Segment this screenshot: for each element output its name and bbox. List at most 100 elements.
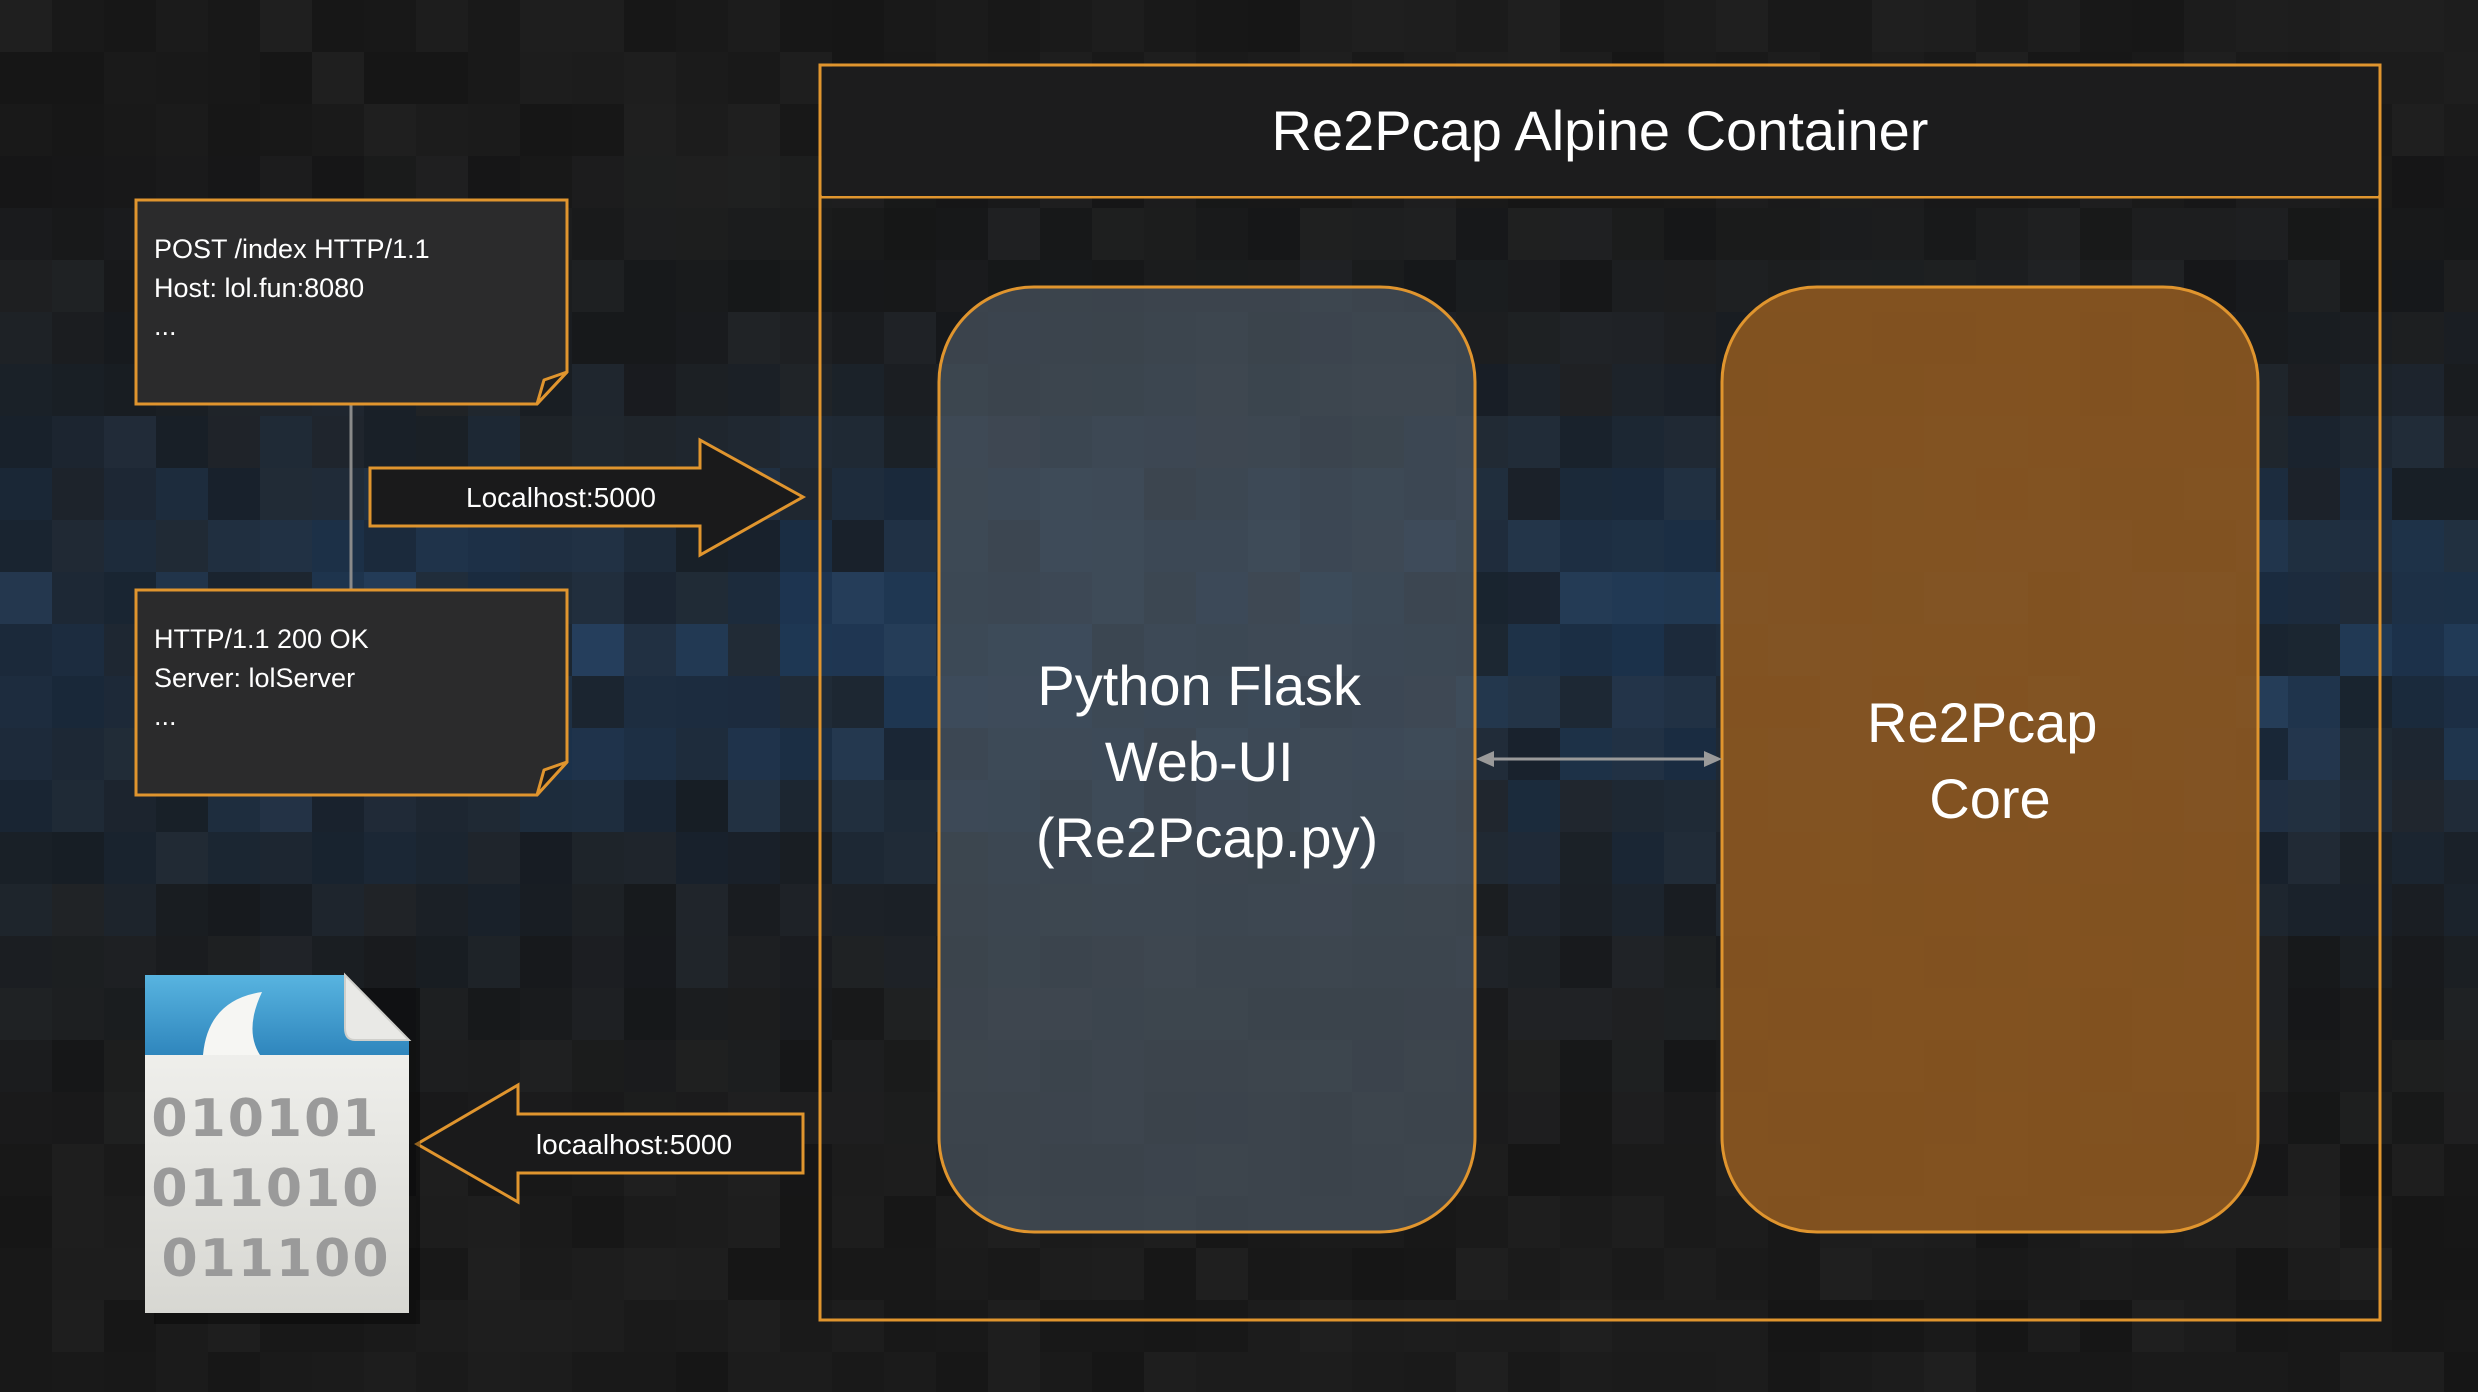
bg-pixel [832,1300,884,1352]
bg-pixel [1976,208,2028,260]
bg-pixel [2392,1352,2444,1392]
bg-pixel [208,0,260,52]
bg-pixel [104,520,156,572]
bg-pixel [1508,1352,1560,1392]
bg-pixel [1664,1300,1716,1352]
bg-pixel [2444,1248,2478,1300]
bg-pixel [208,1352,260,1392]
bg-pixel [2444,572,2478,624]
bg-pixel [468,936,520,988]
bg-pixel [2288,208,2340,260]
bg-pixel [884,572,936,624]
bg-pixel [1040,1300,1092,1352]
bg-pixel [2392,832,2444,884]
bg-pixel [2236,0,2288,52]
bg-pixel [572,156,624,208]
bg-pixel [1560,1300,1612,1352]
bg-pixel [884,624,936,676]
bg-pixel [2340,1144,2392,1196]
bg-pixel [1352,1300,1404,1352]
bg-pixel [624,780,676,832]
bg-pixel [624,832,676,884]
bg-pixel [0,936,52,988]
bg-pixel [884,364,936,416]
bg-pixel [728,0,780,52]
bg-pixel [624,0,676,52]
bg-pixel [364,884,416,936]
bg-pixel [884,312,936,364]
bg-pixel [832,416,884,468]
bg-pixel [468,832,520,884]
binary-line-3: 011100 [161,1229,390,1289]
bg-pixel [2392,1144,2444,1196]
bg-pixel [0,728,52,780]
bg-pixel [728,884,780,936]
bg-pixel [832,312,884,364]
bg-pixel [624,1040,676,1092]
file-dogear [344,972,412,1041]
bg-pixel [1092,208,1144,260]
bg-pixel [624,572,676,624]
bg-pixel [104,884,156,936]
bg-pixel [1560,1196,1612,1248]
bg-pixel [2288,1248,2340,1300]
bg-pixel [2444,1300,2478,1352]
bg-pixel [52,416,104,468]
bg-pixel [572,624,624,676]
bg-pixel [156,104,208,156]
bg-pixel [2392,156,2444,208]
bg-pixel [884,780,936,832]
bg-pixel [1612,1352,1664,1392]
flask-label-line-3: (Re2Pcap.py) [1036,806,1378,869]
bg-pixel [0,1040,52,1092]
bg-pixel [2392,52,2444,104]
bg-pixel [936,0,988,52]
bg-pixel [1612,988,1664,1040]
bg-pixel [832,676,884,728]
bg-pixel [0,780,52,832]
bg-pixel [884,676,936,728]
bg-pixel [2184,1352,2236,1392]
bg-pixel [728,52,780,104]
bg-pixel [1144,1352,1196,1392]
bg-pixel [1664,208,1716,260]
bg-pixel [0,156,52,208]
bg-pixel [780,624,832,676]
bg-pixel [2288,1040,2340,1092]
bg-pixel [1924,1300,1976,1352]
bg-pixel [2444,936,2478,988]
bg-pixel [468,1300,520,1352]
binary-line-1: 010101 [151,1089,380,1149]
bg-pixel [884,988,936,1040]
bg-pixel [156,416,208,468]
connector-left-arrowhead [1476,751,1494,767]
http-response-note: HTTP/1.1 200 OK Server: lolServer ... [134,588,569,797]
bg-pixel [988,1300,1040,1352]
bg-pixel [676,312,728,364]
bg-pixel [676,260,728,312]
container-title: Re2Pcap Alpine Container [1272,99,1929,162]
bg-pixel [1560,468,1612,520]
bg-pixel [572,1248,624,1300]
bg-pixel [2080,1248,2132,1300]
bg-pixel [2288,312,2340,364]
bg-pixel [1664,1352,1716,1392]
bg-pixel [1768,208,1820,260]
bg-pixel [260,468,312,520]
bg-pixel [780,1352,832,1392]
bg-pixel [468,884,520,936]
bg-pixel [1768,1300,1820,1352]
bg-pixel [676,364,728,416]
bg-pixel [1560,1040,1612,1092]
bg-pixel [1664,624,1716,676]
bg-pixel [416,0,468,52]
bg-pixel [1664,988,1716,1040]
bg-pixel [572,364,624,416]
bg-pixel [2340,0,2392,52]
bg-pixel [520,936,572,988]
bg-pixel [780,1196,832,1248]
bg-pixel [2340,936,2392,988]
bg-pixel [1664,936,1716,988]
